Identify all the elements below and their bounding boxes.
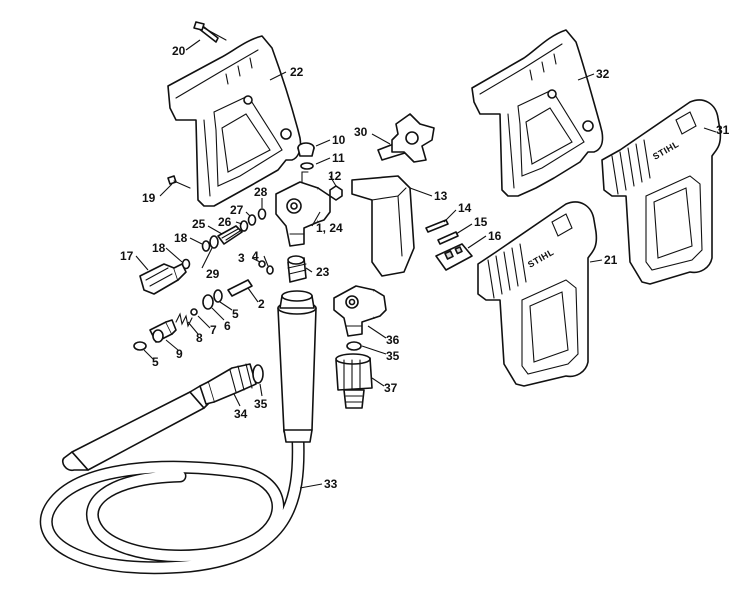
handle-shell-21: STIHL xyxy=(477,201,598,387)
callout-30: 30 xyxy=(354,125,368,139)
ring-35b xyxy=(252,364,264,384)
screw-20 xyxy=(193,21,227,43)
pin-2 xyxy=(227,279,253,297)
handle-frame-22 xyxy=(167,35,302,207)
ring-6 xyxy=(202,294,214,310)
callout-5a: 5 xyxy=(232,307,239,321)
callout-19: 19 xyxy=(142,191,156,205)
callout-18b: 18 xyxy=(152,241,166,255)
callout-6: 6 xyxy=(224,319,231,333)
callout-4: 4 xyxy=(252,249,259,263)
callout-22: 22 xyxy=(290,65,304,79)
fitting-23 xyxy=(287,255,307,283)
hose-33 xyxy=(39,385,305,575)
valve-body-1-24 xyxy=(275,171,331,247)
callout-33: 33 xyxy=(324,477,338,491)
fitting-17 xyxy=(139,263,187,295)
callout-21: 21 xyxy=(604,253,618,267)
cap-10-side xyxy=(297,147,315,157)
callout-17: 17 xyxy=(120,249,134,263)
callout-11: 11 xyxy=(332,151,345,165)
callout-14: 14 xyxy=(458,201,472,215)
callout-32: 32 xyxy=(596,67,610,81)
callout-36: 36 xyxy=(386,333,400,347)
callout-16: 16 xyxy=(488,229,502,243)
callout-5b: 5 xyxy=(152,355,159,369)
callout-29: 29 xyxy=(206,267,220,281)
ring-29 xyxy=(209,235,219,249)
callout-3: 3 xyxy=(238,251,245,265)
callout-7: 7 xyxy=(210,323,217,337)
handle-frame-32 xyxy=(471,29,604,197)
nut-12 xyxy=(329,185,343,201)
callout-15: 15 xyxy=(474,215,488,229)
callout-18a: 18 xyxy=(174,231,188,245)
ring-5b xyxy=(133,341,147,351)
ring-26 xyxy=(239,220,249,232)
leader-lines xyxy=(135,39,717,489)
coupling-37 xyxy=(335,353,373,409)
callout-23: 23 xyxy=(316,265,330,279)
callout-26: 26 xyxy=(218,215,232,229)
callout-9: 9 xyxy=(176,347,183,361)
callout-37: 37 xyxy=(384,381,398,395)
o-ring-11 xyxy=(300,162,314,170)
coupling-34 xyxy=(199,363,257,405)
callout-20: 20 xyxy=(172,44,186,58)
callout-28: 28 xyxy=(254,185,268,199)
pin-15 xyxy=(437,231,459,245)
ring-5a xyxy=(213,289,223,303)
ring-27 xyxy=(247,214,257,226)
callout-13: 13 xyxy=(434,189,448,203)
ring-35a xyxy=(346,341,362,351)
callout-34: 34 xyxy=(234,407,248,421)
insert-25 xyxy=(217,225,243,245)
ball-7 xyxy=(190,308,198,316)
valve-body-36 xyxy=(333,285,387,337)
callout-12: 12 xyxy=(328,169,342,183)
callout-8: 8 xyxy=(196,331,203,345)
pin-14 xyxy=(425,219,449,233)
knob-30 xyxy=(377,113,435,163)
callout-10: 10 xyxy=(332,133,346,147)
callout-35a: 35 xyxy=(386,349,400,363)
callout-2: 2 xyxy=(258,297,265,311)
callout-31: 31 xyxy=(716,123,730,137)
callout-35b: 35 xyxy=(254,397,268,411)
callout-25: 25 xyxy=(192,217,206,231)
callout-1-24: 1, 24 xyxy=(316,221,343,235)
seal-4 xyxy=(266,265,274,275)
clip-16 xyxy=(435,243,473,271)
screw-19 xyxy=(167,175,191,189)
handle-shell-31: STIHL xyxy=(601,99,722,285)
callout-27: 27 xyxy=(230,203,244,217)
guard-13 xyxy=(351,175,415,277)
callout-labels: 20 22 19 10 11 12 28 27 26 25 1, 24 18 1… xyxy=(120,44,730,491)
spring-8 xyxy=(175,312,193,328)
ball-3 xyxy=(258,260,266,268)
ring-18a xyxy=(201,240,211,252)
ring-28 xyxy=(257,208,267,220)
lance-tube-33 xyxy=(277,290,317,443)
fitting-9 xyxy=(149,319,177,343)
